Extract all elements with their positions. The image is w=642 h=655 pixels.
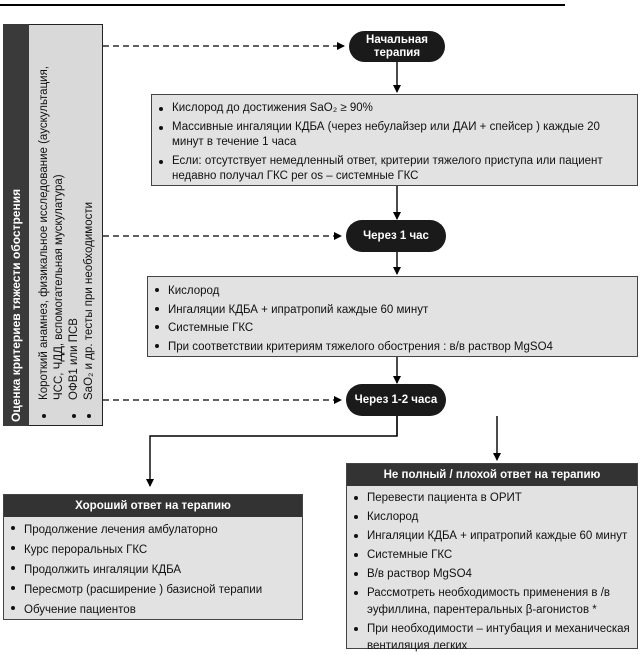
assessment-item: SaO₂ и др. тесты при необходимости	[83, 201, 95, 400]
bullet	[42, 414, 46, 418]
hour-item: При соответствии критериям тяжелого обос…	[150, 338, 629, 357]
stage-one-two-hours: Через 1-2 часа	[346, 384, 446, 416]
bullet	[72, 414, 76, 418]
good-response-title: Хороший ответ на терапию	[4, 495, 302, 517]
poor-item: Ингаляции КДБА + ипратропий каждые 60 ми…	[349, 528, 633, 545]
top-rule	[0, 4, 565, 6]
assessment-header: Оценка критериев тяжести обострения	[3, 24, 29, 426]
assessment-item: Короткий анамнез, физикальное исследован…	[38, 66, 50, 400]
stage-initial-line2: терапия	[373, 46, 421, 59]
poor-item: В/в раствор MgSO4	[349, 566, 633, 583]
hour-item: Ингаляции КДБА + ипратропий каждые 60 ми…	[150, 301, 629, 320]
poor-item: Кислород	[349, 509, 633, 526]
good-item: Обучение пациентов	[6, 600, 298, 620]
poor-response-title: Не полный / плохой ответ на терапию	[347, 464, 637, 486]
initial-item: Массивные ингаляции КДБА (через небулайз…	[154, 120, 629, 151]
assessment-item: ОФВ1 или ПСВ	[68, 318, 80, 400]
good-item: Продолжить ингаляции КДБА	[6, 560, 298, 580]
good-item: Пересмотр (расширение ) базисной терапии	[6, 580, 298, 600]
poor-item: Системные ГКС	[349, 547, 633, 564]
good-item: Курс пероральных ГКС	[6, 540, 298, 560]
hour-item: Кислород	[150, 282, 629, 301]
assessment-title: Оценка критериев тяжести обострения	[9, 188, 23, 422]
stage-initial-line1: Начальная	[366, 33, 428, 46]
assessment-item: ЧСС, ЧДД, вспомогательная мускулатура)	[53, 174, 65, 400]
poor-item: Рассмотреть необходимость применения в /…	[349, 585, 633, 619]
poor-item: Перевести пациента в ОРИТ	[349, 490, 633, 507]
good-item: Продолжение лечения амбулаторно	[6, 520, 298, 540]
stage-one-hour: Через 1 час	[346, 220, 446, 252]
one-hour-box: Кислород Ингаляции КДБА + ипратропий каж…	[147, 276, 638, 357]
initial-therapy-box: Кислород до достижения SaO₂ ≥ 90% Массив…	[151, 94, 638, 186]
bullet	[87, 414, 91, 418]
stage-initial-therapy: Начальная терапия	[349, 31, 445, 62]
initial-item: Если: отсутствует немедленный ответ, кри…	[154, 154, 629, 185]
poor-item: При необходимости – интубация и механиче…	[349, 621, 633, 655]
good-response-box: Хороший ответ на терапию Продолжение леч…	[3, 494, 303, 620]
poor-response-box: Не полный / плохой ответ на терапию Пере…	[346, 463, 638, 652]
hour-item: Системные ГКС	[150, 319, 629, 338]
initial-item: Кислород до достижения SaO₂ ≥ 90%	[154, 101, 629, 117]
